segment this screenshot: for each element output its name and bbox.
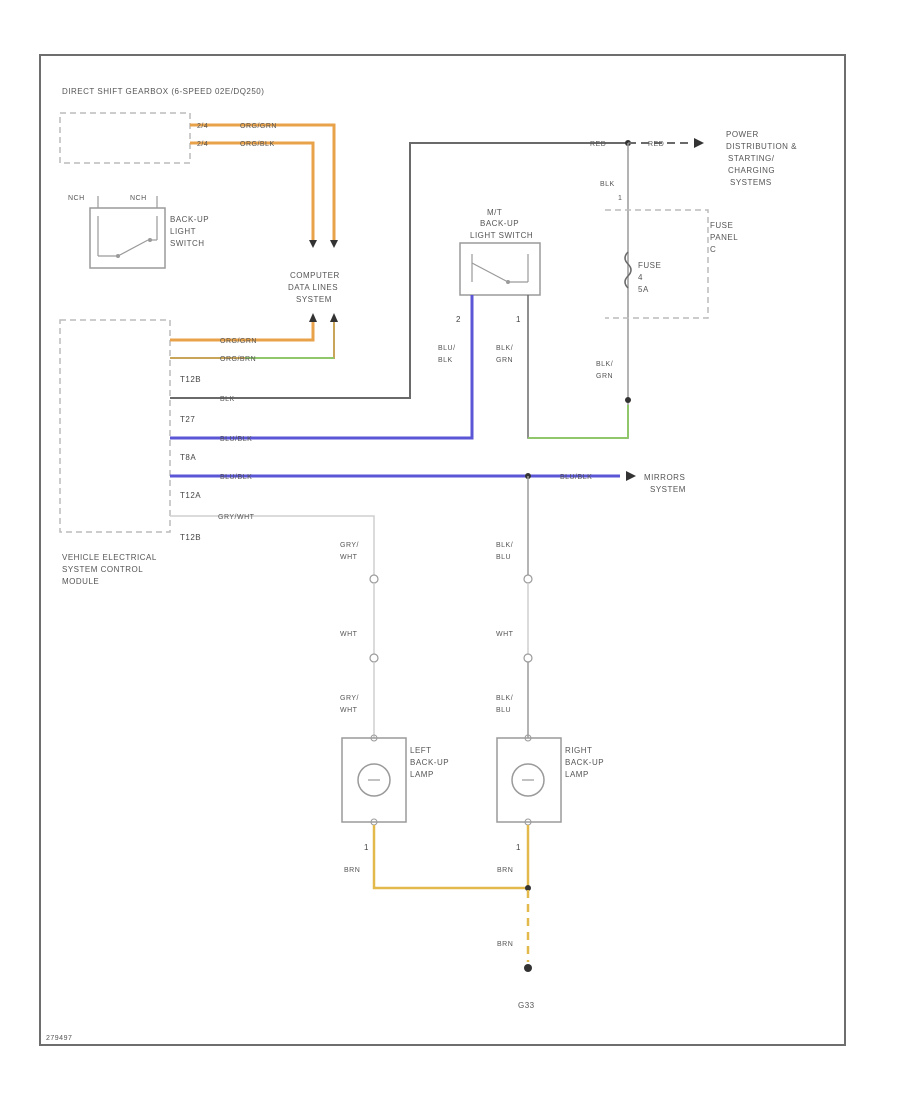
svg-text:COMPUTER: COMPUTER xyxy=(290,271,340,280)
wht-mid-left: WHT xyxy=(340,631,358,638)
backup-switch-pin-left: NCH xyxy=(68,195,85,202)
vescm-label-1: VEHICLE ELECTRICAL xyxy=(62,553,157,562)
right-backup-lamp: RIGHT BACK-UP LAMP 1 xyxy=(496,734,604,852)
power-label-1: POWER xyxy=(726,130,759,139)
backup-switch-label-1: BACK-UP xyxy=(170,215,209,224)
backup-light-switch: NCH NCH BACK-UP LIGHT SWITCH xyxy=(68,195,209,269)
power-label-5: SYSTEMS xyxy=(730,178,772,187)
vescm-pin-t27: T27 xyxy=(180,415,195,424)
diagram-frame xyxy=(39,54,846,1046)
blu-blk-switch-wire: BLU/BLK BLU/ BLK xyxy=(170,295,474,443)
data-lines-label: COMPUTER DATA LINES SYSTEM xyxy=(288,271,340,304)
right-lamp-label-1: RIGHT xyxy=(565,746,592,755)
blk-grn-fuse-2: GRN xyxy=(596,373,613,380)
right-lamp-label-2: BACK-UP xyxy=(565,758,604,767)
blk-blu-top-1: BLK/ xyxy=(496,542,513,549)
fuse-panel-label-2: PANEL xyxy=(710,233,738,242)
blk-grn-switch-wire: BLK/ GRN xyxy=(496,295,629,439)
vescm-pin-t12b-2: T12B xyxy=(180,533,201,542)
right-lamp-feed: BLK/ BLU WHT BLK/ BLU xyxy=(496,476,533,738)
mt-switch-pin-1: 1 xyxy=(516,315,521,324)
power-bus: RED POWER DISTRIBUTION & STARTING/ CHARG… xyxy=(625,130,797,187)
gry-wht-top-1: GRY/ xyxy=(340,542,359,549)
gry-wht-top-2: WHT xyxy=(340,554,358,561)
top-red-label-2: RED xyxy=(648,141,664,148)
left-backup-lamp: LEFT BACK-UP LAMP 1 xyxy=(341,734,449,852)
left-lamp-label-1: LEFT xyxy=(410,746,432,755)
blu-blk-left-1: BLU/ xyxy=(438,345,456,352)
mt-switch-pin-2: 2 xyxy=(456,315,461,324)
fuse-label-1: FUSE xyxy=(638,261,661,270)
vescm-wire-2-label: ORG/BRN xyxy=(220,356,256,363)
blu-blk-left-2: BLK xyxy=(438,357,453,364)
power-label-2: DISTRIBUTION & xyxy=(726,142,797,151)
backup-switch-pin-right: NCH xyxy=(130,195,147,202)
mt-switch-label-2: BACK-UP xyxy=(480,219,519,228)
wht-mid-right: WHT xyxy=(496,631,514,638)
gearbox-wires: 2/4 2/4 ORG/GRN ORG/BLK xyxy=(190,123,338,248)
gearbox-component: DIRECT SHIFT GEARBOX (6-SPEED 02E/DQ250) xyxy=(59,87,264,164)
right-lamp-pin: 1 xyxy=(516,843,521,852)
svg-text:SYSTEM: SYSTEM xyxy=(296,295,332,304)
backup-switch-label-2: LIGHT xyxy=(170,227,196,236)
brn-right-label: BRN xyxy=(497,867,513,874)
gry-wht-low-1: GRY/ xyxy=(340,695,359,702)
vescm-blk-label: BLK xyxy=(220,396,235,403)
mirrors-label-2: SYSTEM xyxy=(650,485,686,494)
svg-text:DATA LINES: DATA LINES xyxy=(288,283,338,292)
fuse-panel-label-1: FUSE xyxy=(710,221,733,230)
gearbox-wire-1-label: ORG/GRN xyxy=(240,123,277,130)
power-label-4: CHARGING xyxy=(728,166,775,175)
gearbox-pin-2: 2/4 xyxy=(197,141,208,148)
vescm-pin-t8a: T8A xyxy=(180,453,196,462)
right-lamp-label-3: LAMP xyxy=(565,770,589,779)
power-label-3: STARTING/ xyxy=(728,154,775,163)
vescm-label-2: SYSTEM CONTROL xyxy=(62,565,143,574)
vescm-blk-wire: BLK RED xyxy=(170,141,628,403)
mirrors-wire: BLU/BLK BLU/BLK MIRRORS SYSTEM xyxy=(170,471,686,494)
left-lamp-pin: 1 xyxy=(364,843,369,852)
gearbox-wire-2-label: ORG/BLK xyxy=(240,141,275,148)
blk-blu-low-2: BLU xyxy=(496,707,511,714)
gearbox-pin-1: 2/4 xyxy=(197,123,208,130)
vescm-gry-label: GRY/WHT xyxy=(218,514,255,521)
blk-blu-low-1: BLK/ xyxy=(496,695,513,702)
backup-switch-label-3: SWITCH xyxy=(170,239,205,248)
vescm-data-wires: ORG/GRN ORG/BRN xyxy=(170,313,338,363)
left-lamp-feed: GRY/WHT GRY/ WHT WHT GRY/ WHT xyxy=(170,514,379,738)
fuse-label-2: 4 xyxy=(638,273,643,282)
blk-grn-fuse-1: BLK/ xyxy=(596,361,613,368)
left-lamp-label-2: BACK-UP xyxy=(410,758,449,767)
blk-fuse-label: BLK xyxy=(600,181,615,188)
gry-wht-low-2: WHT xyxy=(340,707,358,714)
vescm-component: VEHICLE ELECTRICAL SYSTEM CONTROL MODULE… xyxy=(59,319,201,586)
gearbox-label: DIRECT SHIFT GEARBOX (6-SPEED 02E/DQ250) xyxy=(62,87,264,96)
blk-blu-top-2: BLU xyxy=(496,554,511,561)
blk-grn-mid-2: GRN xyxy=(496,357,513,364)
fuse-panel-label-3: C xyxy=(710,245,716,254)
vescm-wire-1-label: ORG/GRN xyxy=(220,338,257,345)
vescm-pin-t12a: T12A xyxy=(180,491,201,500)
mt-switch-label-3: LIGHT SWITCH xyxy=(470,231,533,240)
vescm-label-3: MODULE xyxy=(62,577,99,586)
vescm-blu2-label: BLU/BLK xyxy=(220,474,252,481)
vescm-blu-label: BLU/BLK xyxy=(220,436,252,443)
brn-ground-label: BRN xyxy=(497,941,513,948)
vescm-pin-t12b: T12B xyxy=(180,375,201,384)
footer-code: 279497 xyxy=(46,1035,72,1042)
mt-backup-switch: M/T BACK-UP LIGHT SWITCH 2 1 xyxy=(456,208,541,324)
mirrors-label-1: MIRRORS xyxy=(644,473,685,482)
left-lamp-label-3: LAMP xyxy=(410,770,434,779)
fuse-label-3: 5A xyxy=(638,285,649,294)
blk-grn-mid-1: BLK/ xyxy=(496,345,513,352)
ground-label: G33 xyxy=(518,1001,535,1010)
top-red-label: RED xyxy=(590,141,606,148)
blk-fuse-pin: 1 xyxy=(618,195,622,202)
mt-switch-label-1: M/T xyxy=(487,208,502,217)
ground-wiring: BRN BRN BRN G33 xyxy=(344,825,535,1010)
fuse-panel: BLK 1 FUSE 4 5A FUSE PANEL C BLK/ GRN xyxy=(596,143,738,405)
mirrors-blu-label: BLU/BLK xyxy=(560,474,592,481)
brn-left-label: BRN xyxy=(344,867,360,874)
